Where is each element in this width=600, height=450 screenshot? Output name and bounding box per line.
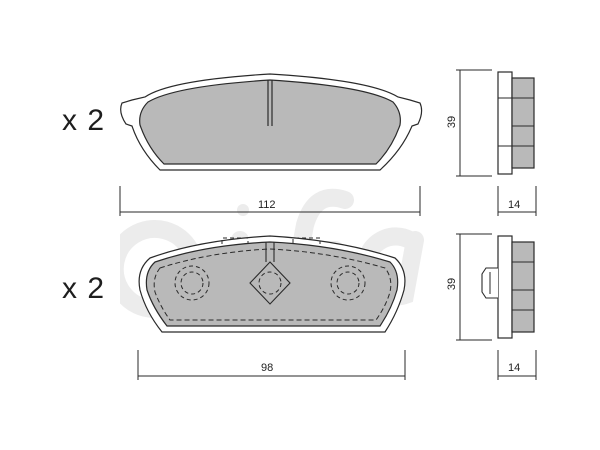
bottom-height-value: 39 xyxy=(446,277,459,291)
top-width-value: 112 xyxy=(258,199,276,211)
bottom-width-value: 98 xyxy=(261,362,274,374)
top-height-value: 39 xyxy=(446,115,459,129)
bottom-width-dimension-line xyxy=(137,350,406,380)
bottom-height-dimension-line xyxy=(456,233,492,341)
bottom-pad-friction-material xyxy=(145,241,399,327)
top-height-dimension-line xyxy=(456,69,492,177)
bottom-thickness-value: 14 xyxy=(508,362,521,374)
top-width-dimension-line xyxy=(119,186,421,216)
top-pad-side-view xyxy=(497,71,535,175)
bottom-pad-front-view xyxy=(138,235,406,333)
bottom-pad-side-view xyxy=(481,235,535,339)
bottom-quantity-label: x 2 xyxy=(62,272,106,305)
top-pad-front-view xyxy=(120,73,423,171)
bottom-pad-hidden-outline xyxy=(153,248,392,321)
top-quantity-label: x 2 xyxy=(62,104,106,137)
top-pad-friction-material xyxy=(139,79,401,165)
bottom-thickness-dimension-line xyxy=(497,350,537,380)
bottom-pad-center-clip xyxy=(249,261,291,305)
top-thickness-dimension-line xyxy=(497,186,537,216)
bottom-pad-right-rivet xyxy=(330,265,366,301)
top-thickness-value: 14 xyxy=(508,199,521,211)
bottom-pad-left-rivet xyxy=(174,265,210,301)
